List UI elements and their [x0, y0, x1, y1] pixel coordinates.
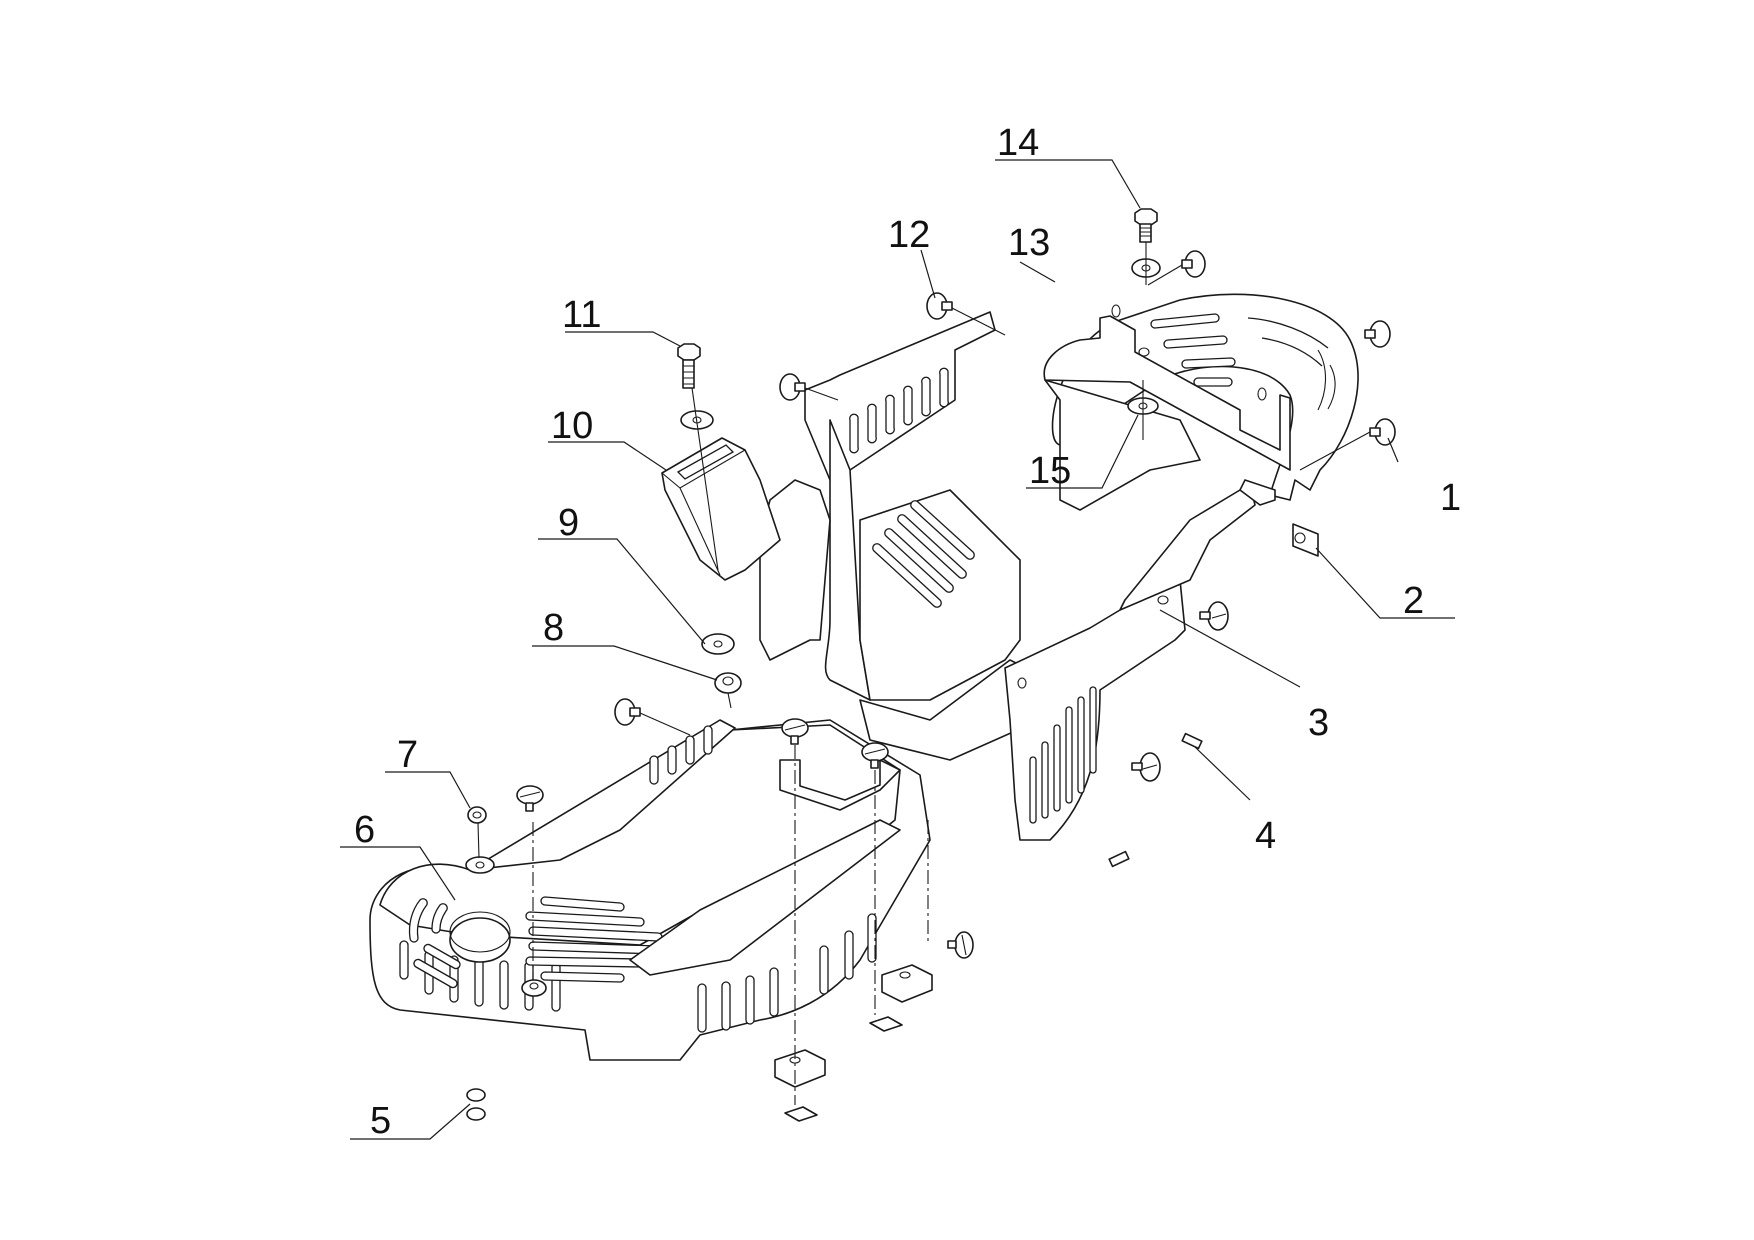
pad-b — [869, 1016, 903, 1032]
rubber-foot-b — [881, 964, 933, 1003]
callout-11: 11 — [562, 294, 601, 336]
part-3-front-plate — [1004, 479, 1276, 841]
vent-slots-upper — [849, 367, 949, 454]
callout-8: 8 — [543, 607, 564, 649]
bracket-13 — [1043, 304, 1291, 511]
grommet — [521, 979, 547, 997]
callout-leaders — [340, 159, 1455, 1140]
flange-nut-7 — [467, 806, 487, 824]
tapping-screw-4a — [1181, 732, 1203, 750]
vent-slots-fin — [649, 725, 713, 785]
pad-a — [784, 1106, 818, 1122]
callout-9: 9 — [558, 502, 579, 544]
callout-2: 2 — [1403, 580, 1424, 622]
vent-slots-top — [408, 896, 663, 989]
vent-slots-floor — [872, 500, 975, 608]
callout-14: 14 — [997, 122, 1039, 164]
washer-9 — [701, 633, 735, 655]
part-10-spacer-block — [661, 437, 781, 581]
callout-13: 13 — [1008, 222, 1050, 264]
callout-7: 7 — [397, 734, 418, 776]
callout-10: 10 — [551, 405, 593, 447]
washer-5b — [466, 1107, 486, 1121]
fasteners — [465, 208, 1396, 1122]
callout-4: 4 — [1255, 815, 1276, 857]
washer-7 — [465, 856, 495, 874]
callout-5: 5 — [370, 1100, 391, 1142]
vent-slots-front — [1029, 686, 1097, 824]
central-guard — [759, 311, 1051, 761]
round-boss — [449, 917, 511, 963]
callout-labels: 14 12 13 11 10 9 8 7 6 5 15 1 2 3 4 — [354, 122, 1461, 1142]
clip-nut-2 — [1292, 523, 1319, 557]
part-6-front-cover — [369, 719, 931, 1061]
callout-12: 12 — [888, 214, 930, 256]
washer-screws — [614, 250, 1396, 736]
washer-5a — [466, 1088, 486, 1102]
rubber-foot-a — [774, 1049, 826, 1088]
callout-3: 3 — [1308, 702, 1329, 744]
callout-6: 6 — [354, 809, 375, 851]
hex-bolt-11 — [677, 343, 719, 571]
tapping-screw-4b — [1108, 850, 1130, 868]
hex-bolt-14 — [1131, 208, 1161, 285]
callout-1: 1 — [1440, 477, 1461, 519]
nut-8 — [714, 672, 742, 694]
slotted-screws — [516, 601, 1229, 959]
callout-15: 15 — [1029, 450, 1071, 492]
